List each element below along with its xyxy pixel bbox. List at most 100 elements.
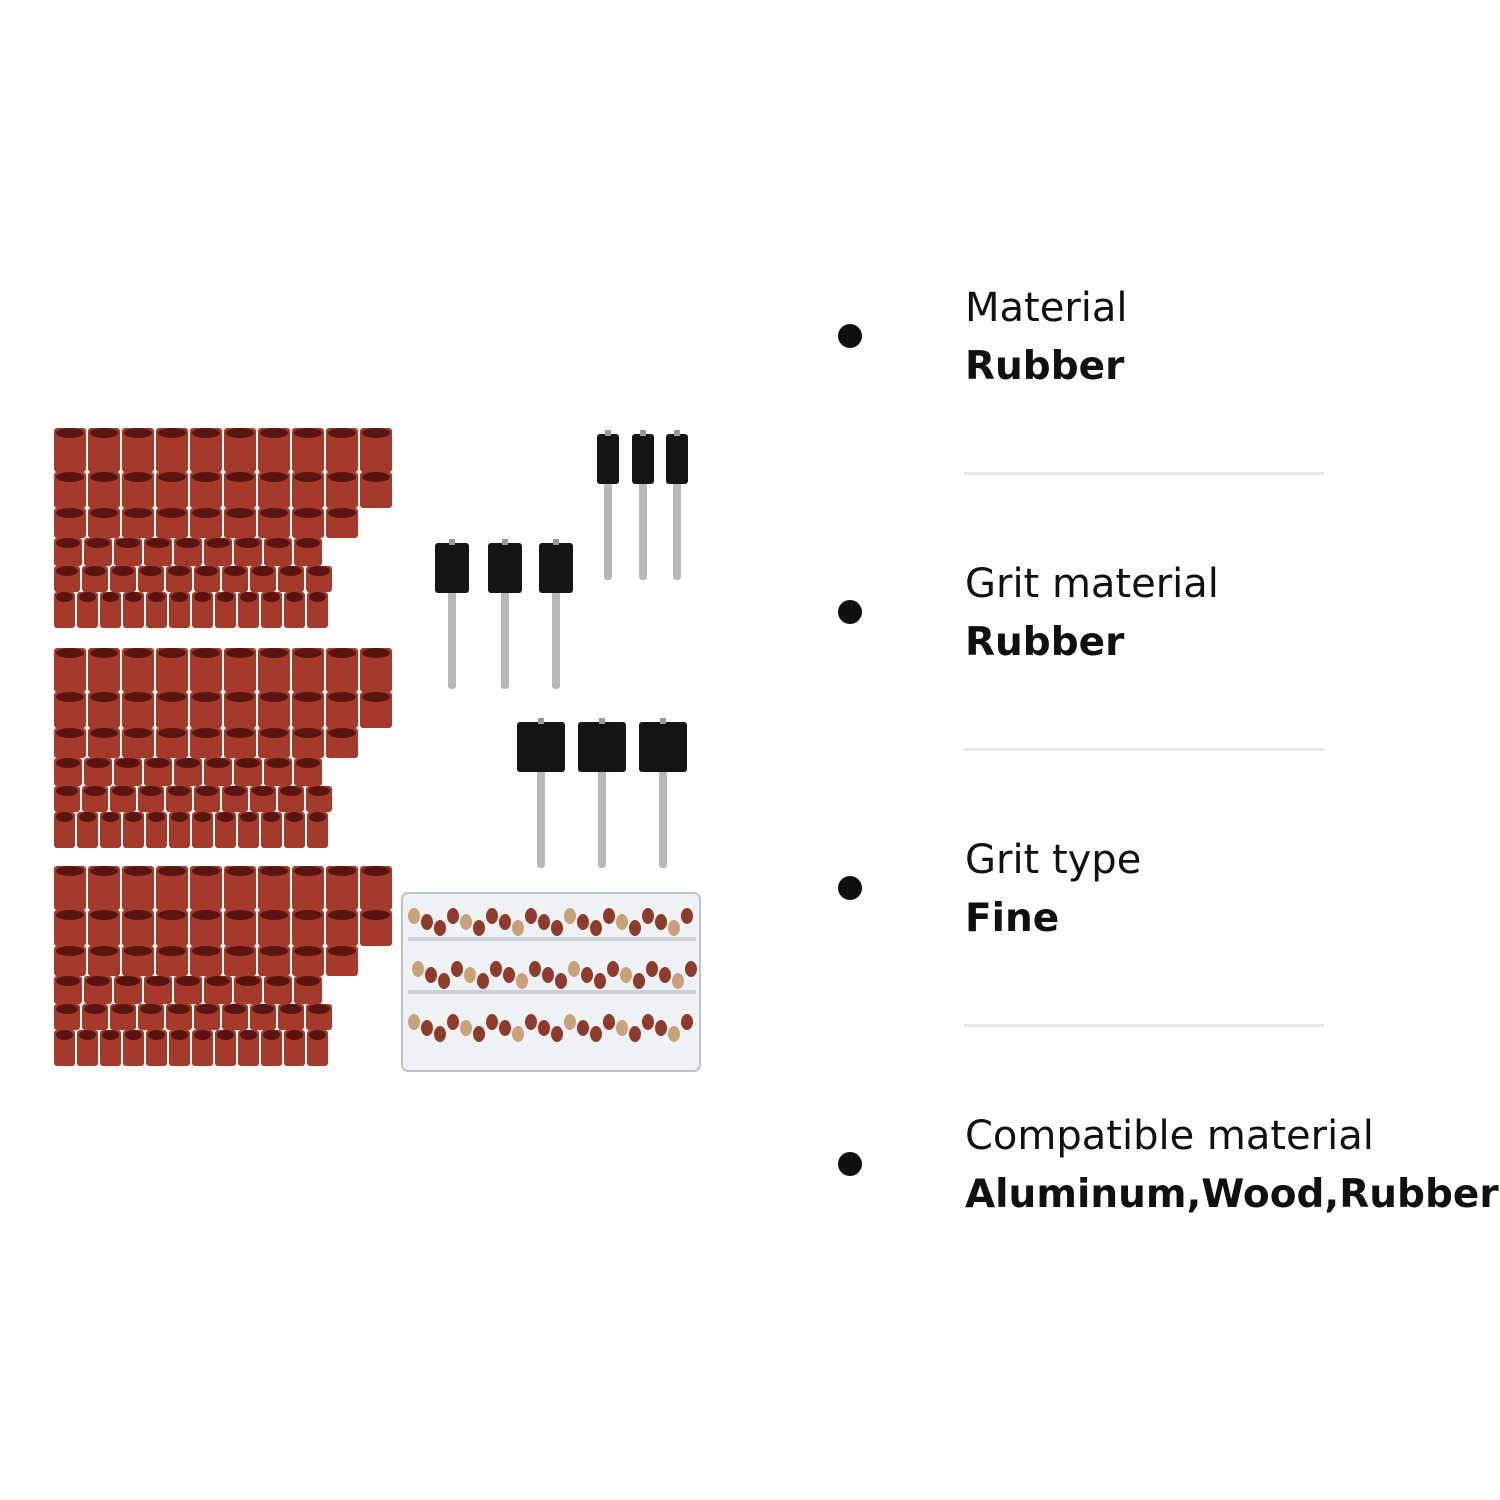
- boxed-sleeve: [438, 973, 450, 989]
- sanding-sleeve: [360, 472, 392, 508]
- sanding-sleeve: [326, 946, 358, 976]
- attr-value: Rubber: [965, 620, 1125, 665]
- boxed-sleeve: [681, 1014, 693, 1030]
- sanding-sleeve: [292, 866, 324, 910]
- sanding-sleeve: [238, 1030, 259, 1066]
- sanding-sleeve: [156, 946, 188, 976]
- sanding-sleeve: [326, 648, 358, 692]
- sanding-sleeve: [84, 538, 112, 566]
- sanding-sleeve: [122, 910, 154, 946]
- mandrel: [632, 430, 654, 580]
- boxed-sleeve: [486, 1014, 498, 1030]
- sanding-sleeve: [360, 910, 392, 946]
- sanding-sleeve: [326, 428, 358, 472]
- sanding-sleeve: [204, 758, 232, 786]
- sanding-sleeve: [292, 946, 324, 976]
- boxed-sleeve: [447, 1014, 459, 1030]
- boxed-sleeve: [512, 920, 524, 936]
- sanding-sleeve: [54, 566, 80, 592]
- sanding-sleeve: [88, 692, 120, 728]
- divider: [964, 1024, 1324, 1027]
- sanding-sleeve: [77, 1030, 98, 1066]
- boxed-sleeve: [655, 1020, 667, 1036]
- sanding-sleeve: [54, 648, 86, 692]
- sanding-sleeve: [261, 1030, 282, 1066]
- sanding-sleeve: [306, 786, 332, 812]
- sanding-sleeve: [54, 592, 75, 628]
- boxed-sleeve: [503, 967, 515, 983]
- sanding-sleeve: [166, 566, 192, 592]
- boxed-sleeve: [551, 1026, 563, 1042]
- boxed-sleeve: [516, 973, 528, 989]
- sanding-sleeve: [174, 976, 202, 1004]
- sanding-sleeve: [306, 1004, 332, 1030]
- sanding-sleeve: [258, 508, 290, 538]
- attr-row-grit-material: Grit material Rubber: [838, 558, 1498, 698]
- boxed-sleeve: [538, 914, 550, 930]
- sanding-sleeve: [169, 1030, 190, 1066]
- sanding-sleeve: [326, 692, 358, 728]
- sanding-sleeve: [144, 976, 172, 1004]
- bullet-icon: [838, 1152, 862, 1176]
- boxed-sleeve: [473, 1026, 485, 1042]
- sanding-sleeve: [84, 976, 112, 1004]
- sanding-sleeve: [294, 538, 322, 566]
- sanding-sleeve: [307, 812, 328, 848]
- mandrel: [435, 539, 469, 689]
- sanding-sleeve: [307, 592, 328, 628]
- sanding-sleeve: [144, 538, 172, 566]
- sanding-sleeve: [292, 692, 324, 728]
- sanding-sleeve: [122, 866, 154, 910]
- sanding-sleeve: [294, 758, 322, 786]
- boxed-sleeve: [490, 961, 502, 977]
- sanding-sleeve: [88, 728, 120, 758]
- boxed-sleeve: [434, 1026, 446, 1042]
- sanding-sleeve: [224, 692, 256, 728]
- sanding-sleeve: [110, 1004, 136, 1030]
- sanding-sleeve: [54, 508, 86, 538]
- boxed-sleeve: [633, 973, 645, 989]
- sanding-sleeve: [174, 538, 202, 566]
- storage-box: [401, 892, 701, 1072]
- sanding-sleeve: [294, 976, 322, 1004]
- sanding-sleeve: [250, 566, 276, 592]
- sanding-sleeve: [88, 866, 120, 910]
- sanding-sleeve: [360, 648, 392, 692]
- sanding-sleeve: [258, 648, 290, 692]
- sanding-sleeve: [278, 786, 304, 812]
- boxed-sleeve: [425, 967, 437, 983]
- sanding-sleeve: [88, 508, 120, 538]
- sanding-sleeve: [278, 1004, 304, 1030]
- sanding-sleeve: [54, 786, 80, 812]
- sanding-sleeve: [224, 508, 256, 538]
- sanding-sleeve: [122, 648, 154, 692]
- sanding-sleeve: [215, 592, 236, 628]
- sanding-sleeve: [326, 866, 358, 910]
- boxed-sleeve: [408, 1014, 420, 1030]
- sanding-sleeve: [250, 786, 276, 812]
- sanding-sleeve: [326, 508, 358, 538]
- boxed-sleeve: [603, 1014, 615, 1030]
- sanding-sleeve: [192, 812, 213, 848]
- sanding-sleeve-rows: [54, 428, 392, 1066]
- boxed-sleeve: [460, 914, 472, 930]
- attr-value: Fine: [965, 896, 1060, 941]
- sanding-sleeve: [224, 910, 256, 946]
- rubber-drum-mandrels: [435, 430, 688, 868]
- sanding-sleeve: [156, 472, 188, 508]
- sanding-sleeve: [258, 866, 290, 910]
- sanding-sleeve: [326, 472, 358, 508]
- sanding-sleeve: [114, 976, 142, 1004]
- attr-row-material: Material Rubber: [838, 282, 1498, 422]
- sanding-sleeve: [190, 866, 222, 910]
- sanding-sleeve: [234, 758, 262, 786]
- boxed-sleeve: [620, 967, 632, 983]
- sanding-sleeve: [204, 976, 232, 1004]
- sanding-sleeve: [123, 812, 144, 848]
- sanding-sleeve: [169, 812, 190, 848]
- sanding-sleeve: [261, 812, 282, 848]
- sanding-sleeve: [122, 728, 154, 758]
- boxed-sleeve: [668, 1026, 680, 1042]
- boxed-sleeve: [460, 1020, 472, 1036]
- sanding-sleeve: [224, 648, 256, 692]
